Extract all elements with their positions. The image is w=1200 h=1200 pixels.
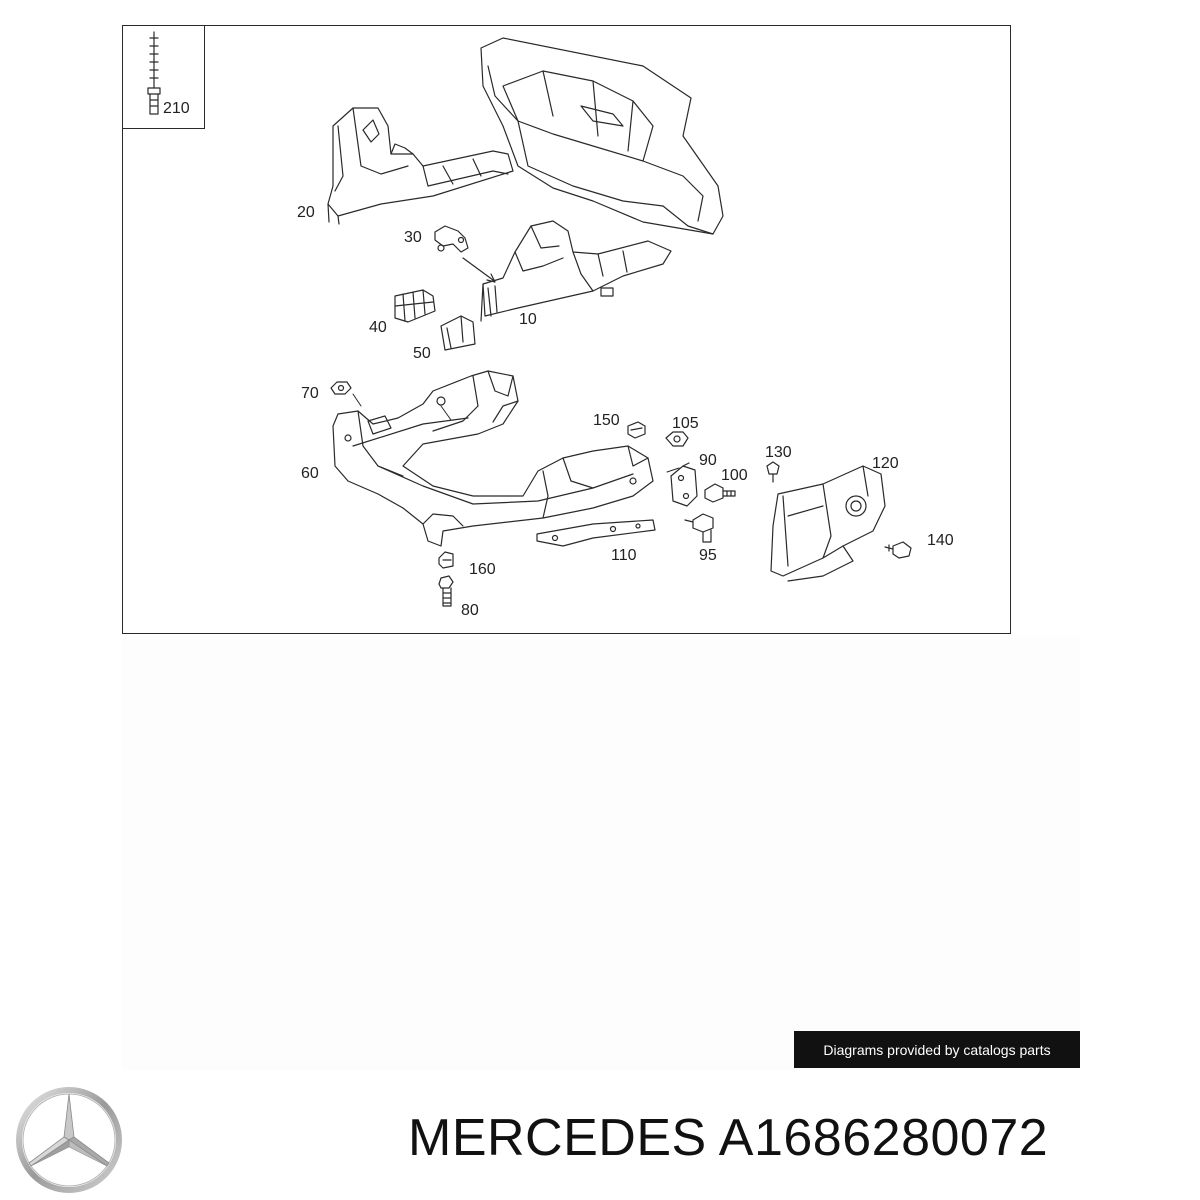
part-90-drawing (670, 462, 698, 507)
callout-50: 50 (413, 345, 431, 362)
part-105-drawing (665, 431, 689, 447)
callout-90: 90 (699, 452, 717, 469)
part-110-drawing (536, 519, 656, 547)
callout-130: 130 (765, 444, 792, 461)
callout-60: 60 (301, 465, 319, 482)
callout-30: 30 (404, 229, 422, 246)
callout-105: 105 (672, 415, 699, 432)
callout-210: 210 (163, 100, 190, 117)
firewall-panel-drawing (480, 37, 724, 235)
part-40-drawing (394, 289, 436, 323)
part-130-drawing (766, 461, 780, 483)
callout-70: 70 (301, 385, 319, 402)
part-100-drawing (704, 483, 736, 503)
callout-150: 150 (593, 412, 620, 429)
callout-20: 20 (297, 204, 315, 221)
callout-80: 80 (461, 602, 479, 619)
part-150-drawing (627, 421, 646, 439)
callout-10: 10 (519, 311, 537, 328)
part-20-drawing (327, 107, 514, 225)
fastener-inset-box (123, 26, 205, 129)
part-140-drawing (884, 541, 912, 559)
callout-110: 110 (611, 547, 637, 564)
bolt-210-drawing (147, 31, 161, 115)
parts-diagram: 210 20 30 10 40 50 70 60 150 105 90 100 … (122, 25, 1011, 634)
part-120-drawing (770, 465, 886, 582)
leader-lines (352, 393, 680, 473)
mercedes-star-logo (16, 1087, 122, 1193)
parts-drawing (147, 31, 912, 607)
callout-140: 140 (927, 532, 954, 549)
callout-40: 40 (369, 319, 387, 336)
part-title: MERCEDES A1686280072 (408, 1109, 1049, 1167)
part-60-drawing (332, 370, 654, 547)
credit-banner: Diagrams provided by catalogs parts (794, 1031, 1080, 1068)
part-70-drawing (330, 381, 352, 395)
callout-120: 120 (872, 455, 899, 472)
part-10-drawing (480, 220, 672, 322)
part-80-drawing (438, 575, 454, 607)
callout-95: 95 (699, 547, 717, 564)
part-95-drawing (684, 513, 714, 543)
callout-160: 160 (469, 561, 496, 578)
part-50-drawing (440, 315, 476, 351)
part-160-drawing (438, 551, 454, 569)
canvas-background (122, 636, 1080, 1070)
part-30-drawing (434, 225, 496, 283)
callout-100: 100 (721, 467, 748, 484)
